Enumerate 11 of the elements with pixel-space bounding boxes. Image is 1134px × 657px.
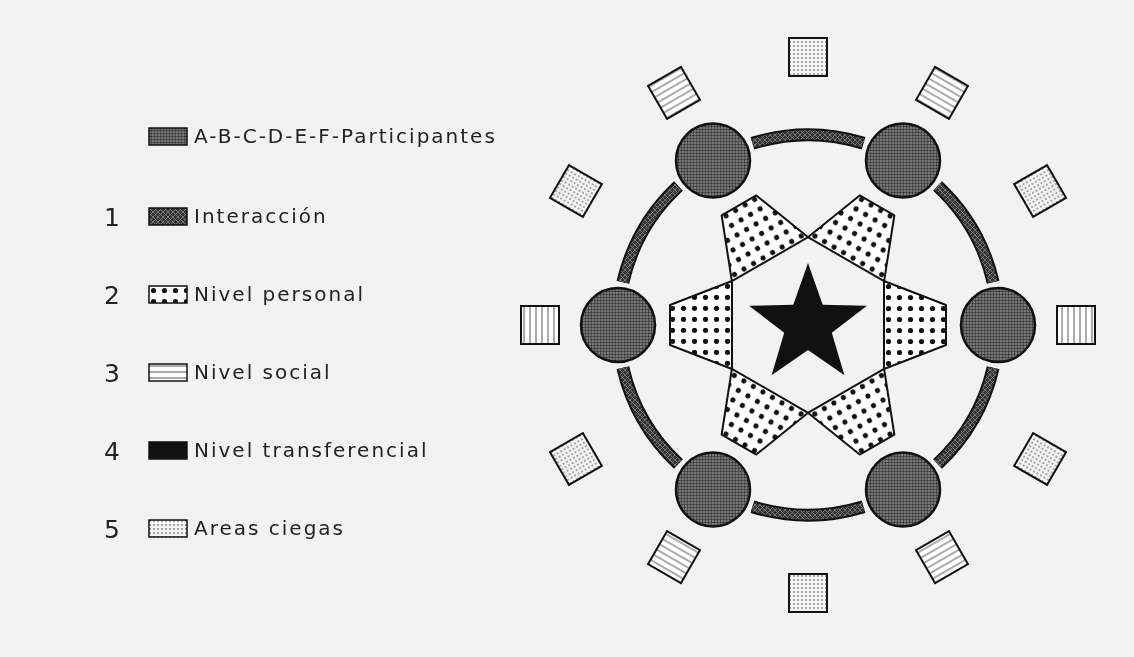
legend-text: A-B-C-D-E-F-Participantes [194,123,497,150]
legend-number: 5 [104,515,120,545]
legend-text: Nivel social [194,359,332,386]
legend-text: Nivel transferencial [194,437,429,464]
legend-number: 4 [104,437,120,467]
legend-text: Interacción [194,203,328,230]
legend-number: 1 [104,203,120,233]
legend-text: Nivel personal [194,281,365,308]
legend-number: 3 [104,359,120,389]
legend-text: Areas ciegas [194,515,346,542]
legend-number: 2 [104,281,120,311]
